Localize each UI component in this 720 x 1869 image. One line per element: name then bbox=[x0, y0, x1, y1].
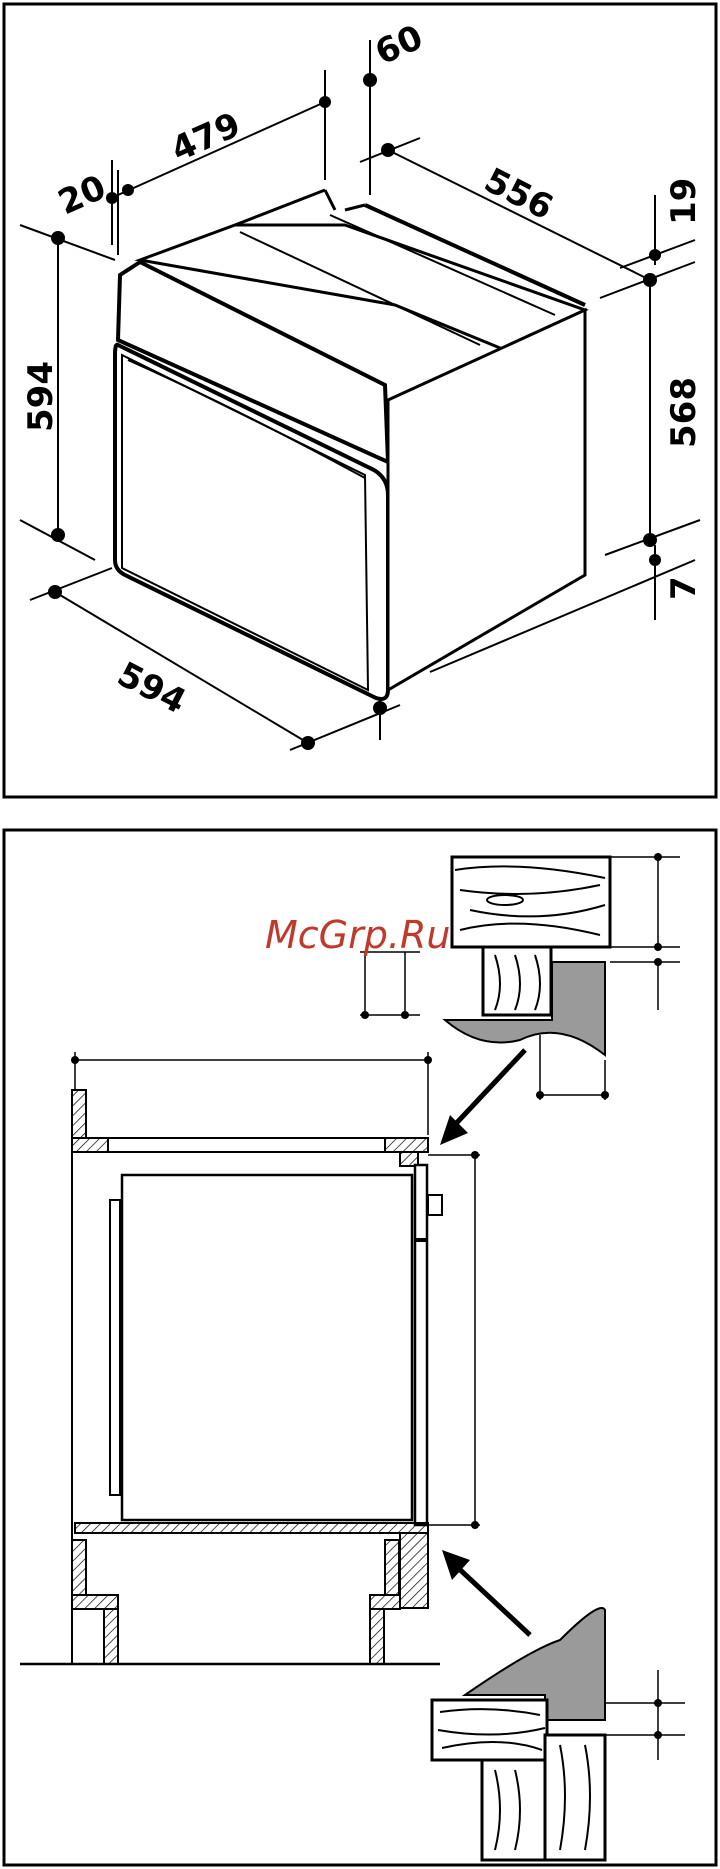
arrow-bottom bbox=[442, 1550, 530, 1635]
wood-countertop-detail-bottom bbox=[432, 1608, 685, 1860]
dim-label-top-offset: 20 bbox=[52, 167, 112, 223]
dim-label-top-gap: 19 bbox=[664, 178, 704, 225]
cabinet-section bbox=[20, 1052, 480, 1664]
wood-countertop-detail-top bbox=[360, 853, 680, 1100]
dim-label-bottom-gap: 7 bbox=[664, 576, 704, 600]
dim-label-back-offset: 60 bbox=[369, 17, 429, 73]
oven-body bbox=[115, 190, 585, 699]
dim-label-side-height: 568 bbox=[664, 377, 704, 448]
arrow-top bbox=[440, 1050, 525, 1145]
oven-dimensions-panel: 594 594 479 20 60 556 19 568 7 bbox=[4, 4, 716, 797]
dim-label-depth-side: 556 bbox=[478, 160, 559, 228]
watermark: McGrp.Ru bbox=[265, 913, 450, 957]
dim-label-depth-top: 479 bbox=[165, 105, 246, 170]
cabinet-section-panel: McGrp.Ru bbox=[4, 830, 716, 1865]
dim-label-height-front: 594 bbox=[21, 361, 61, 432]
dim-label-width-front: 594 bbox=[111, 654, 192, 722]
